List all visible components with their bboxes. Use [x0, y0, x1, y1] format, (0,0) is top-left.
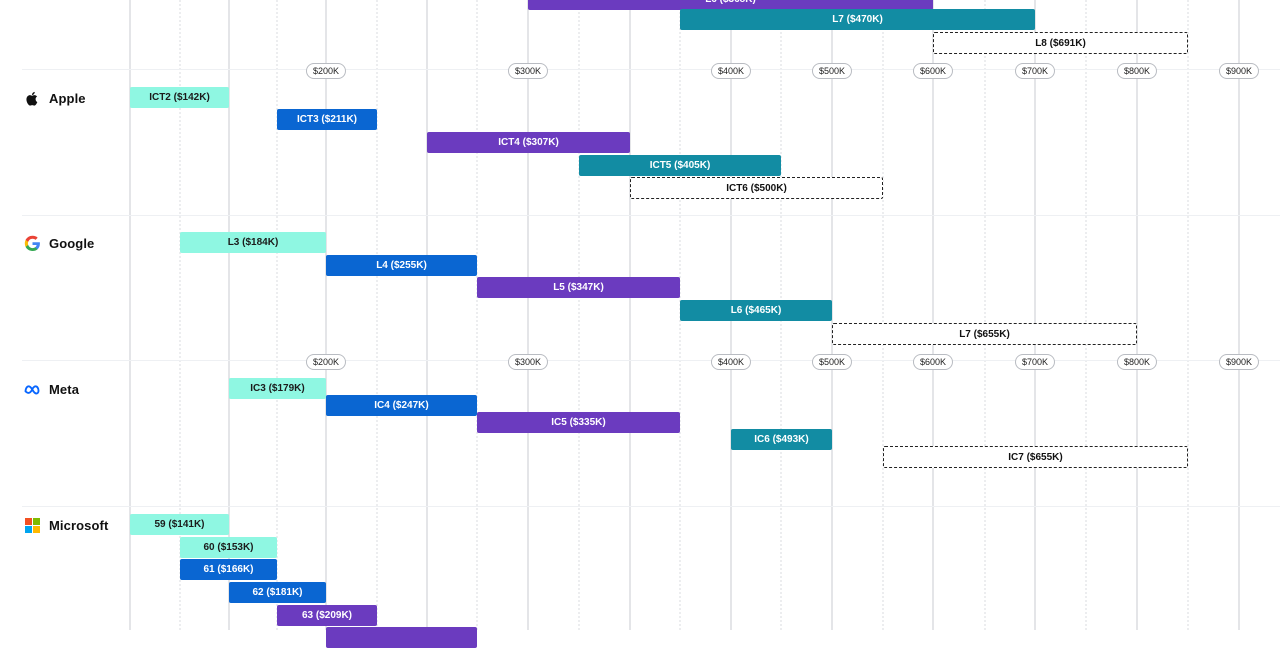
company-label-apple: Apple [24, 87, 86, 109]
microsoft-logo-icon [24, 517, 41, 534]
salary-level-chart: $200K $300K $400K $500K $600K $700K $800K $900K… [22, 0, 1280, 648]
axis-tick-label: $600K [912, 354, 954, 370]
axis-tick-label: $400K [710, 354, 752, 370]
meta-logo-icon [24, 381, 41, 398]
company-name: Meta [49, 381, 80, 397]
level-bar-meta-ic3: IC3 ($179K) [229, 378, 326, 399]
level-bar-microsoft-63: 63 ($209K) [277, 605, 377, 626]
axis-tick-label: $700K [1014, 63, 1056, 79]
section-divider [22, 360, 1280, 361]
company-name: Apple [49, 90, 86, 106]
level-bar-google-l4: L4 ($255K) [326, 255, 477, 276]
axis-tick-label: $500K [811, 63, 853, 79]
apple-logo-icon [24, 90, 41, 107]
axis-tick-label: $300K [507, 354, 549, 370]
level-bar-apple-ict6: ICT6 ($500K) [630, 177, 883, 199]
level-bar-microsoft-61: 61 ($166K) [180, 559, 277, 580]
level-bar-meta-ic5: IC5 ($335K) [477, 412, 680, 433]
level-bar-microsoft-59: 59 ($141K) [130, 514, 229, 535]
company-label-meta: Meta [24, 378, 79, 400]
section-divider [22, 215, 1280, 216]
level-bar-google-l5: L5 ($347K) [477, 277, 680, 298]
level-bar-apple-ict5: ICT5 ($405K) [579, 155, 781, 176]
axis-tick-label: $200K [305, 63, 347, 79]
axis-tick-label: $800K [1116, 63, 1158, 79]
level-bar-meta-ic6: IC6 ($493K) [731, 429, 832, 450]
company-name: Google [49, 235, 95, 251]
axis-tick-label: $800K [1116, 354, 1158, 370]
company-label-google: Google [24, 232, 94, 254]
level-bar-apple-ict2: ICT2 ($142K) [130, 87, 229, 108]
level-bar-group-0-l6: L6 ($368K) [528, 0, 933, 10]
level-bar-apple-ict3: ICT3 ($211K) [277, 109, 377, 130]
axis-tick-label: $700K [1014, 354, 1056, 370]
level-bar-google-l3: L3 ($184K) [180, 232, 326, 253]
google-logo-icon [24, 235, 41, 252]
axis-tick-label: $300K [507, 63, 549, 79]
level-bar-group-0-l8: L8 ($691K) [933, 32, 1188, 54]
level-bar-google-l6: L6 ($465K) [680, 300, 832, 321]
axis-tick-label: $400K [710, 63, 752, 79]
axis-tick-label: $900K [1218, 354, 1260, 370]
level-bar-group-0-l7: L7 ($470K) [680, 9, 1035, 30]
company-name: Microsoft [49, 517, 109, 533]
level-bar-meta-ic4: IC4 ($247K) [326, 395, 477, 416]
level-bar-apple-ict4: ICT4 ($307K) [427, 132, 630, 153]
axis-tick-label: $200K [305, 354, 347, 370]
axis-tick-label: $900K [1218, 63, 1260, 79]
section-divider [22, 506, 1280, 507]
level-bar-microsoft-partial [326, 627, 477, 648]
level-bar-microsoft-62: 62 ($181K) [229, 582, 326, 603]
company-label-microsoft: Microsoft [24, 514, 108, 536]
chart-grid [129, 0, 1240, 630]
level-bar-microsoft-60: 60 ($153K) [180, 537, 277, 558]
axis-tick-label: $600K [912, 63, 954, 79]
level-bar-google-l7: L7 ($655K) [832, 323, 1137, 345]
section-divider [22, 69, 1280, 70]
level-bar-meta-ic7: IC7 ($655K) [883, 446, 1188, 468]
axis-tick-label: $500K [811, 354, 853, 370]
